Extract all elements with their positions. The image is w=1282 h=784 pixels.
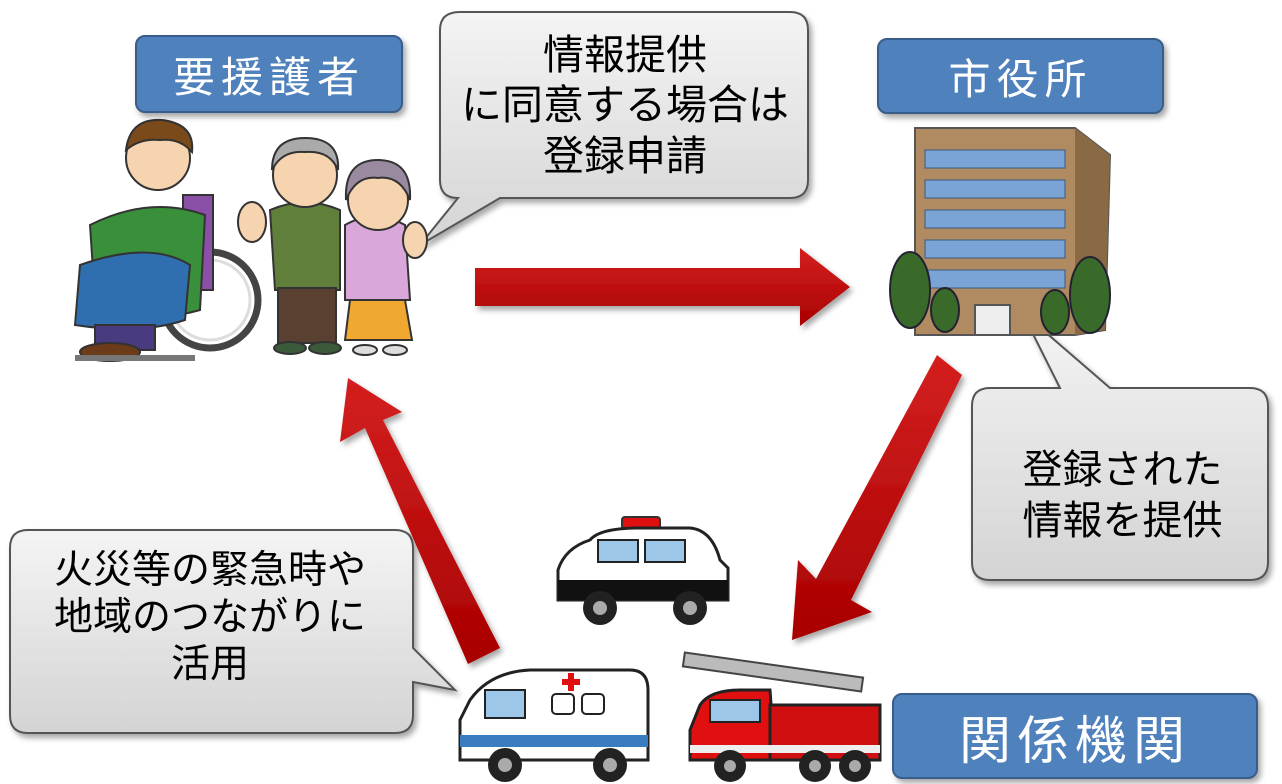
label-city-hall: 市役所	[877, 38, 1164, 114]
arrow-to-person-group	[340, 378, 500, 664]
callout-usage-line-2: 地域のつながりに	[53, 594, 366, 640]
label-agencies-text: 関係機関	[958, 711, 1191, 772]
wheelchair-user-icon	[73, 118, 262, 362]
callout-registration-line-3: 登録申請	[543, 131, 707, 180]
callout-registration-line-2: に同意する場合は	[461, 81, 789, 130]
callout-usage-bubble	[9, 529, 459, 734]
office-building-icon	[889, 127, 1112, 336]
callout-usage: 火災等の緊急時や 地域のつながりに 活用	[10, 548, 410, 688]
callout-provide-info: 登録された 情報を提供	[975, 445, 1270, 547]
callout-usage-line-3: 活用	[170, 641, 249, 687]
callout-registration-line-1: 情報提供	[543, 31, 707, 79]
arrow-to-city-hall	[475, 248, 850, 326]
label-city-hall-text: 市役所	[948, 54, 1093, 104]
label-person-group-text: 要援護者	[172, 52, 365, 102]
callout-registration: 情報提供 に同意する場合は 登録申請	[440, 30, 810, 181]
fire-truck-icon	[681, 651, 882, 782]
callout-provide-info-line-2: 情報を提供	[1022, 498, 1223, 545]
label-agencies: 関係機関	[892, 693, 1258, 779]
callout-provide-info-bubble	[971, 311, 1269, 581]
police-car-icon	[556, 516, 730, 625]
arrow-to-agencies	[792, 355, 962, 640]
elderly-couple-icon	[237, 136, 428, 356]
callout-usage-line-1: 火災等の緊急時や	[53, 548, 366, 593]
callout-registration-bubble	[419, 11, 809, 246]
callout-provide-info-line-1: 登録された	[1022, 447, 1223, 493]
ambulance-icon	[458, 668, 650, 782]
label-person-group: 要援護者	[135, 35, 403, 113]
